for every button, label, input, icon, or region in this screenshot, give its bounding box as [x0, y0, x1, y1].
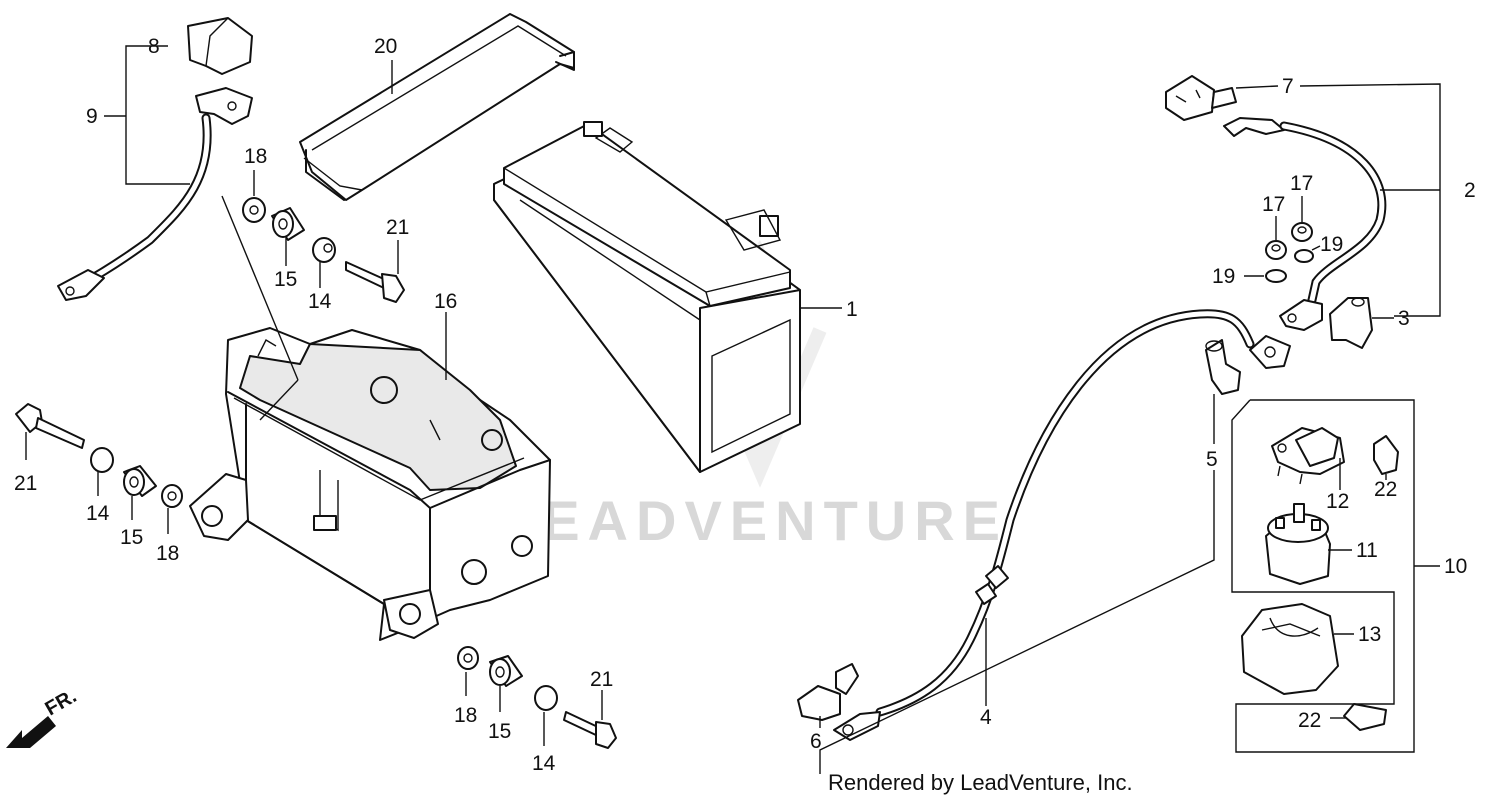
bolt-21-bottom[interactable] — [563, 711, 617, 749]
callout-18-bottom: 18 — [454, 704, 477, 727]
callout-17a: 17 — [1262, 193, 1285, 216]
callout-5: 5 — [1206, 448, 1218, 471]
bracket-7-2-3 — [1299, 83, 1441, 317]
terminal-cover-3[interactable] — [1329, 297, 1373, 349]
starter-cable-4[interactable] — [833, 309, 1291, 741]
callout-15-bottom: 15 — [488, 720, 511, 743]
callout-14-left: 14 — [86, 502, 110, 525]
callout-6: 6 — [810, 730, 822, 753]
relay-12[interactable] — [1271, 427, 1345, 485]
callout-12: 12 — [1326, 490, 1349, 513]
callout-14-bottom: 14 — [532, 752, 556, 775]
callout-9: 9 — [86, 105, 98, 128]
callout-18-left: 18 — [156, 542, 179, 565]
collar-14-bottom[interactable] — [534, 685, 558, 711]
terminal-cover-8[interactable] — [187, 17, 253, 75]
callout-15-left: 15 — [120, 526, 143, 549]
battery-1[interactable] — [493, 121, 801, 473]
callout-11: 11 — [1356, 539, 1378, 562]
leader-19b — [1311, 245, 1321, 251]
front-direction-arrow-icon — [6, 716, 56, 748]
callout-19a: 19 — [1212, 265, 1235, 288]
collar-14-left[interactable] — [90, 447, 114, 473]
bolt-21-top[interactable] — [345, 261, 405, 303]
grommet-15-left[interactable] — [123, 465, 157, 497]
callout-14-top: 14 — [308, 290, 332, 313]
washer-18-left[interactable] — [161, 484, 183, 508]
grommet-15-bottom[interactable] — [489, 655, 523, 687]
washer-19a[interactable] — [1265, 269, 1287, 283]
terminal-cover-6[interactable] — [797, 663, 859, 721]
leader-18a-case-b — [259, 379, 299, 421]
callout-13: 13 — [1358, 623, 1381, 646]
footer-credit: Rendered by LeadVenture, Inc. — [828, 770, 1133, 795]
callout-21-left: 21 — [14, 472, 37, 495]
grommet-15-top[interactable] — [271, 207, 305, 241]
terminal-cover-5[interactable] — [1205, 339, 1241, 395]
callout-3: 3 — [1398, 307, 1410, 330]
leader-18a-case — [221, 195, 299, 381]
callout-17b: 17 — [1290, 172, 1313, 195]
battery-band-20[interactable] — [299, 13, 575, 201]
callout-4: 4 — [980, 706, 992, 729]
nut-17a[interactable] — [1265, 240, 1287, 260]
starter-relay-11[interactable] — [1265, 503, 1331, 585]
washer-18-top[interactable] — [242, 197, 266, 223]
nut-17b[interactable] — [1291, 222, 1313, 242]
terminal-cover-7[interactable] — [1165, 75, 1237, 121]
callout-8: 8 — [148, 35, 160, 58]
direction-label: FR. — [42, 685, 81, 720]
callout-21-bottom: 21 — [590, 668, 613, 691]
relay-cover-13[interactable] — [1241, 603, 1339, 695]
callout-2: 2 — [1464, 179, 1476, 202]
negative-cable-9[interactable] — [57, 87, 253, 301]
fuse-22-top[interactable] — [1373, 435, 1399, 475]
washer-19b[interactable] — [1294, 249, 1314, 263]
fuse-22-bottom[interactable] — [1343, 703, 1387, 731]
collar-14-top[interactable] — [312, 237, 336, 263]
watermark-text: LEADVENTURE — [500, 489, 1008, 552]
battery-case-16[interactable] — [189, 327, 551, 641]
washer-18-bottom[interactable] — [457, 646, 479, 670]
callout-22-top: 22 — [1374, 478, 1397, 501]
callout-18-top: 18 — [244, 145, 267, 168]
callout-19b: 19 — [1320, 233, 1343, 256]
leader-7 — [1235, 85, 1279, 89]
callout-7: 7 — [1282, 75, 1294, 98]
positive-cable-2[interactable] — [1223, 117, 1387, 331]
callout-22-bottom: 22 — [1298, 709, 1321, 732]
leader-5-6-bracket — [819, 470, 1215, 774]
callout-20: 20 — [374, 35, 397, 58]
bracket-8-9 — [125, 45, 190, 185]
bracket-10 — [1231, 399, 1415, 753]
callout-21-top: 21 — [386, 216, 409, 239]
callout-15-top: 15 — [274, 268, 297, 291]
callout-10: 10 — [1444, 555, 1467, 578]
bolt-21-left[interactable] — [15, 403, 85, 449]
callout-16: 16 — [434, 290, 457, 313]
callout-1: 1 — [846, 298, 858, 321]
